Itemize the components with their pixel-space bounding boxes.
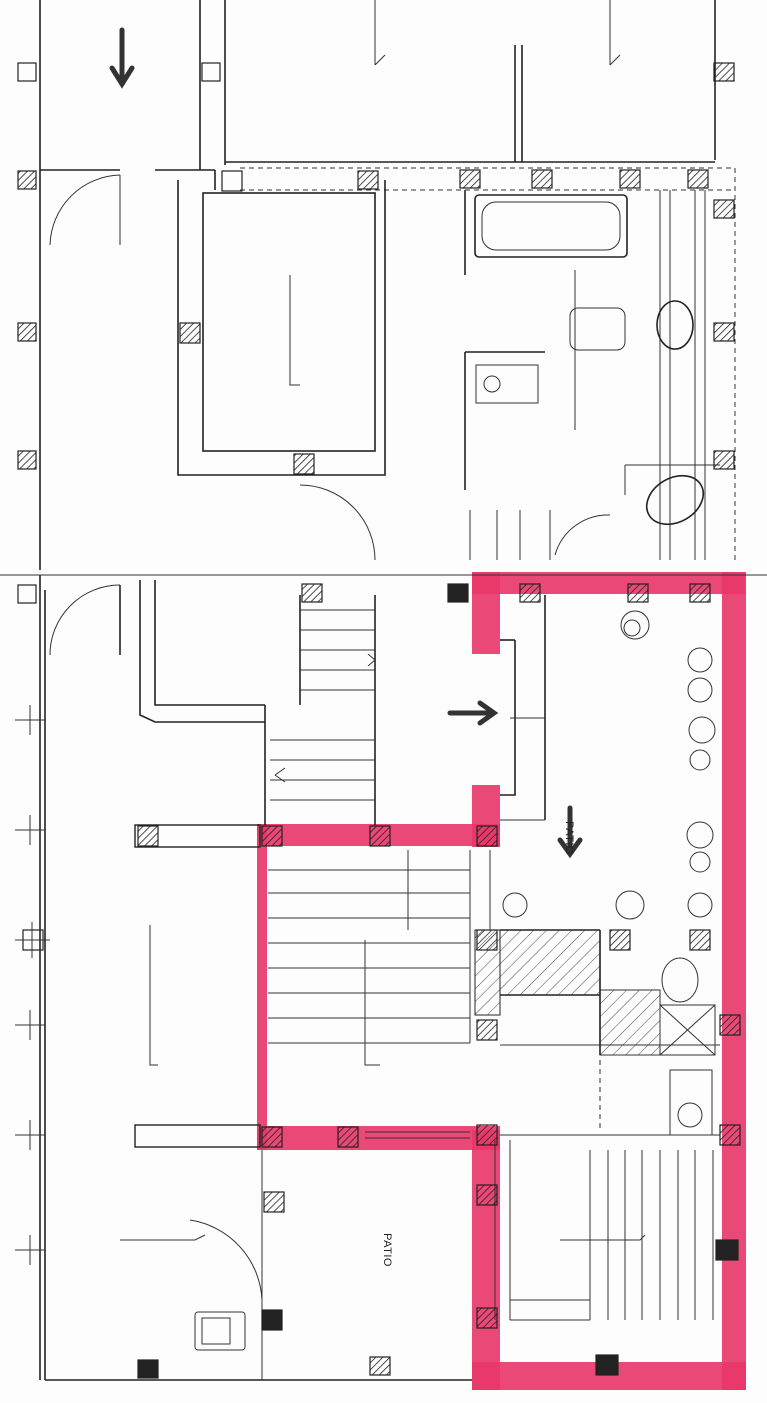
bathroom-fixtures [194,194,716,1351]
direction-arrows [109,27,583,859]
patio-label-lower: PATIO [380,1233,393,1267]
lower-floor-walls [0,574,767,1381]
plants [502,610,716,920]
arrow-right-icon [447,700,499,726]
upper-floor-walls [39,0,736,570]
pillars [17,62,741,1379]
arrow-down-icon [109,27,135,89]
staircases [268,609,714,1321]
arrow-down-icon [557,805,583,859]
patio-label-upper: PATIO [562,821,575,855]
column-markers [15,705,50,1265]
